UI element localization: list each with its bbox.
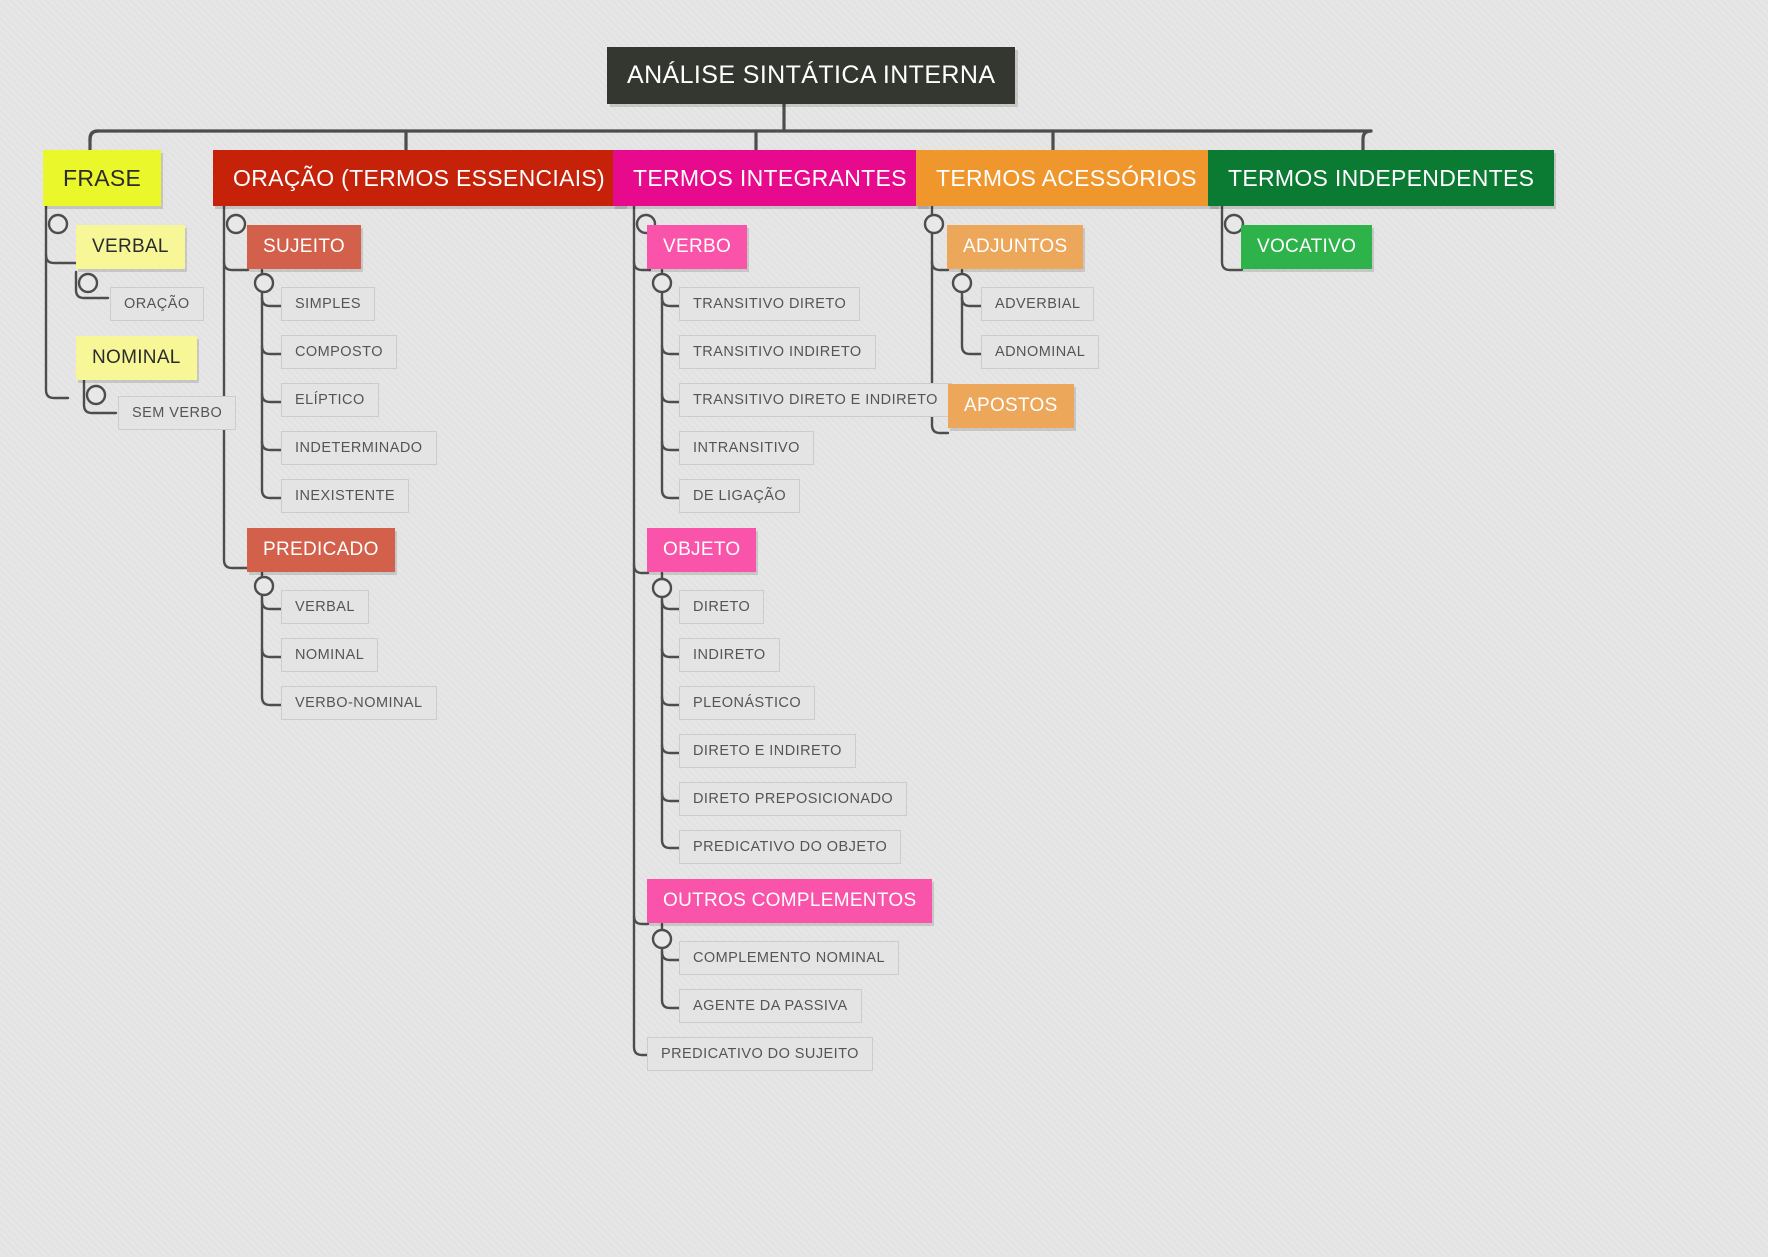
leaf-predicativo-do-sujeito[interactable]: PREDICATIVO DO SUJEITO — [647, 1037, 873, 1071]
leaf-sujeito-inexistente[interactable]: INEXISTENTE — [281, 479, 410, 513]
node-independentes-vocativo[interactable]: VOCATIVO — [1241, 225, 1373, 269]
node-integrantes-objeto[interactable]: OBJETO — [647, 528, 757, 572]
node-oracao-predicado[interactable]: PREDICADO — [247, 528, 395, 572]
branch-oracao[interactable]: ORAÇÃO (TERMOS ESSENCIAIS) — [213, 150, 626, 206]
node-integrantes-verbo[interactable]: VERBO — [647, 225, 748, 269]
leaf-objeto-indireto[interactable]: INDIRETO — [679, 638, 780, 672]
leaf-complemento-nominal[interactable]: COMPLEMENTO NOMINAL — [679, 941, 899, 975]
leaf-objeto-direto-preposicionado[interactable]: DIRETO PREPOSICIONADO — [679, 782, 908, 816]
leaf-adjuntos-adverbial[interactable]: ADVERBIAL — [981, 287, 1095, 321]
node-oracao-sujeito[interactable]: SUJEITO — [247, 225, 361, 269]
leaf-objeto-direto[interactable]: DIRETO — [679, 590, 765, 624]
leaf-sujeito-indeterminado[interactable]: INDETERMINADO — [281, 431, 437, 465]
leaf-verbo-transitivo-direto[interactable]: TRANSITIVO DIRETO — [679, 287, 861, 321]
branch-termos-independentes[interactable]: TERMOS INDEPENDENTES — [1208, 150, 1555, 206]
leaf-verbo-transitivo-indireto[interactable]: TRANSITIVO INDIRETO — [679, 335, 876, 369]
leaf-objeto-predicativo-do-objeto[interactable]: PREDICATIVO DO OBJETO — [679, 830, 902, 864]
leaf-agente-da-passiva[interactable]: AGENTE DA PASSIVA — [679, 989, 862, 1023]
branch-termos-acessorios[interactable]: TERMOS ACESSÓRIOS — [916, 150, 1217, 206]
branch-frase[interactable]: FRASE — [43, 150, 162, 206]
node-frase-verbal[interactable]: VERBAL — [76, 225, 185, 269]
leaf-sujeito-simples[interactable]: SIMPLES — [281, 287, 376, 321]
leaf-sujeito-eliptico[interactable]: ELÍPTICO — [281, 383, 379, 417]
node-acessorios-apostos[interactable]: APOSTOS — [948, 384, 1074, 428]
leaf-frase-verbal-oracao[interactable]: ORAÇÃO — [110, 287, 204, 321]
leaf-verbo-transitivo-direto-e-indireto[interactable]: TRANSITIVO DIRETO E INDIRETO — [679, 383, 952, 417]
leaf-verbo-de-ligacao[interactable]: DE LIGAÇÃO — [679, 479, 801, 513]
leaf-predicado-nominal[interactable]: NOMINAL — [281, 638, 379, 672]
leaf-sujeito-composto[interactable]: COMPOSTO — [281, 335, 397, 369]
root-node[interactable]: ANÁLISE SINTÁTICA INTERNA — [607, 47, 1016, 104]
branch-termos-integrantes[interactable]: TERMOS INTEGRANTES — [613, 150, 927, 206]
leaf-objeto-pleonastico[interactable]: PLEONÁSTICO — [679, 686, 816, 720]
leaf-objeto-direto-e-indireto[interactable]: DIRETO E INDIRETO — [679, 734, 856, 768]
leaf-predicado-verbo-nominal[interactable]: VERBO-NOMINAL — [281, 686, 437, 720]
leaf-verbo-intransitivo[interactable]: INTRANSITIVO — [679, 431, 814, 465]
leaf-frase-nominal-sem-verbo[interactable]: SEM VERBO — [118, 396, 237, 430]
node-integrantes-outros-complementos[interactable]: OUTROS COMPLEMENTOS — [647, 879, 933, 923]
node-frase-nominal[interactable]: NOMINAL — [76, 336, 197, 380]
leaf-adjuntos-adnominal[interactable]: ADNOMINAL — [981, 335, 1100, 369]
node-acessorios-adjuntos[interactable]: ADJUNTOS — [947, 225, 1084, 269]
leaf-predicado-verbal[interactable]: VERBAL — [281, 590, 369, 624]
